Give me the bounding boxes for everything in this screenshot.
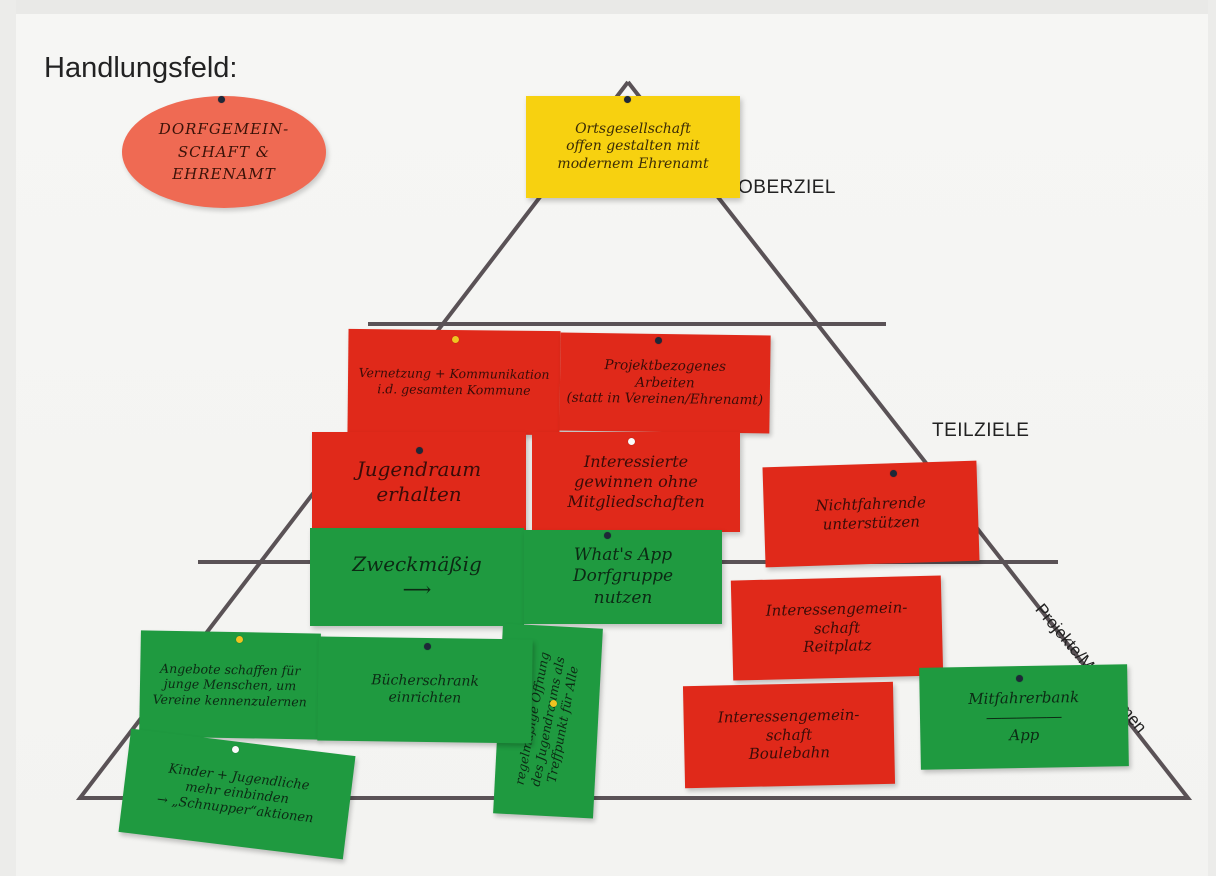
card-bouleplatz-text: Interessengemein- schaft Boulebahn: [717, 705, 860, 764]
card-whatsapp-text: What's App Dorfgruppe nutzen: [572, 545, 674, 608]
pin-icon: [550, 700, 557, 707]
card-reitplatz-text: Interessengemein- schaft Reitplatz: [765, 598, 908, 657]
pin-icon: [604, 532, 611, 539]
level-label-teilziele: TEILZIELE: [932, 420, 1030, 441]
card-kinder-text: Kinder + Jugendliche mehr einbinden → „S…: [155, 761, 315, 827]
card-whatsapp[interactable]: What's App Dorfgruppe nutzen: [524, 530, 722, 624]
pin-icon: [452, 336, 459, 343]
card-mitfahrerbank[interactable]: Mitfahrerbank ――――― App: [919, 664, 1129, 770]
page-title: Handlungsfeld:: [44, 52, 238, 84]
card-ortsgesellschaft-text: Ortsgesellschaft offen gestalten mit mod…: [557, 120, 709, 172]
card-zweckmaessig[interactable]: Zweckmäßig ⟶: [310, 528, 524, 626]
card-zweckmaessig-text: Zweckmäßig ⟶: [352, 552, 482, 601]
card-interessierte[interactable]: Interessierte gewinnen ohne Mitgliedscha…: [532, 432, 740, 532]
card-interessierte-text: Interessierte gewinnen ohne Mitgliedscha…: [567, 452, 705, 511]
field-oval-text: DORFGEMEIN- SCHAFT & EHRENAMT: [158, 120, 290, 184]
board-edge-left: [0, 0, 16, 876]
card-projektbezogen[interactable]: Projektbezogenes Arbeiten (statt in Vere…: [559, 332, 771, 434]
board-edge-top: [0, 0, 1216, 14]
pin-icon: [624, 96, 631, 103]
pin-icon: [218, 96, 225, 103]
card-jugendraum-text: Jugendraum erhalten: [356, 457, 482, 506]
card-buecherschrank[interactable]: Bücherschrank einrichten: [317, 636, 533, 744]
level-label-oberziel: OBERZIEL: [738, 177, 836, 198]
card-vernetzung-text: Vernetzung + Kommunikation i.d. gesamten…: [358, 365, 550, 398]
card-bouleplatz[interactable]: Interessengemein- schaft Boulebahn: [682, 681, 896, 789]
card-ortsgesellschaft[interactable]: Ortsgesellschaft offen gestalten mit mod…: [526, 96, 740, 198]
pin-icon: [424, 643, 431, 650]
card-nichtfahrende[interactable]: Nichtfahrende unterstützen: [762, 460, 980, 568]
pin-icon: [628, 438, 635, 445]
board-edge-right: [1208, 0, 1216, 876]
pin-icon: [232, 746, 239, 753]
card-buecherschrank-text: Bücherschrank einrichten: [371, 671, 480, 707]
field-oval[interactable]: DORFGEMEIN- SCHAFT & EHRENAMT: [122, 96, 326, 208]
pin-icon: [890, 470, 897, 477]
card-angebote-text: Angebote schaffen für junge Menschen, um…: [152, 660, 307, 710]
card-reitplatz[interactable]: Interessengemein- schaft Reitplatz: [730, 575, 944, 681]
pin-icon: [1016, 675, 1023, 682]
card-nichtfahrende-text: Nichtfahrende unterstützen: [815, 493, 927, 534]
card-projektbezogen-text: Projektbezogenes Arbeiten (statt in Vere…: [566, 356, 764, 409]
card-mitfahrerbank-text: Mitfahrerbank ――――― App: [968, 687, 1080, 745]
pin-icon: [655, 337, 662, 344]
card-vernetzung[interactable]: Vernetzung + Kommunikation i.d. gesamten…: [347, 328, 561, 436]
card-angebote[interactable]: Angebote schaffen für junge Menschen, um…: [139, 630, 321, 740]
pin-icon: [416, 447, 423, 454]
pin-icon: [236, 636, 243, 643]
